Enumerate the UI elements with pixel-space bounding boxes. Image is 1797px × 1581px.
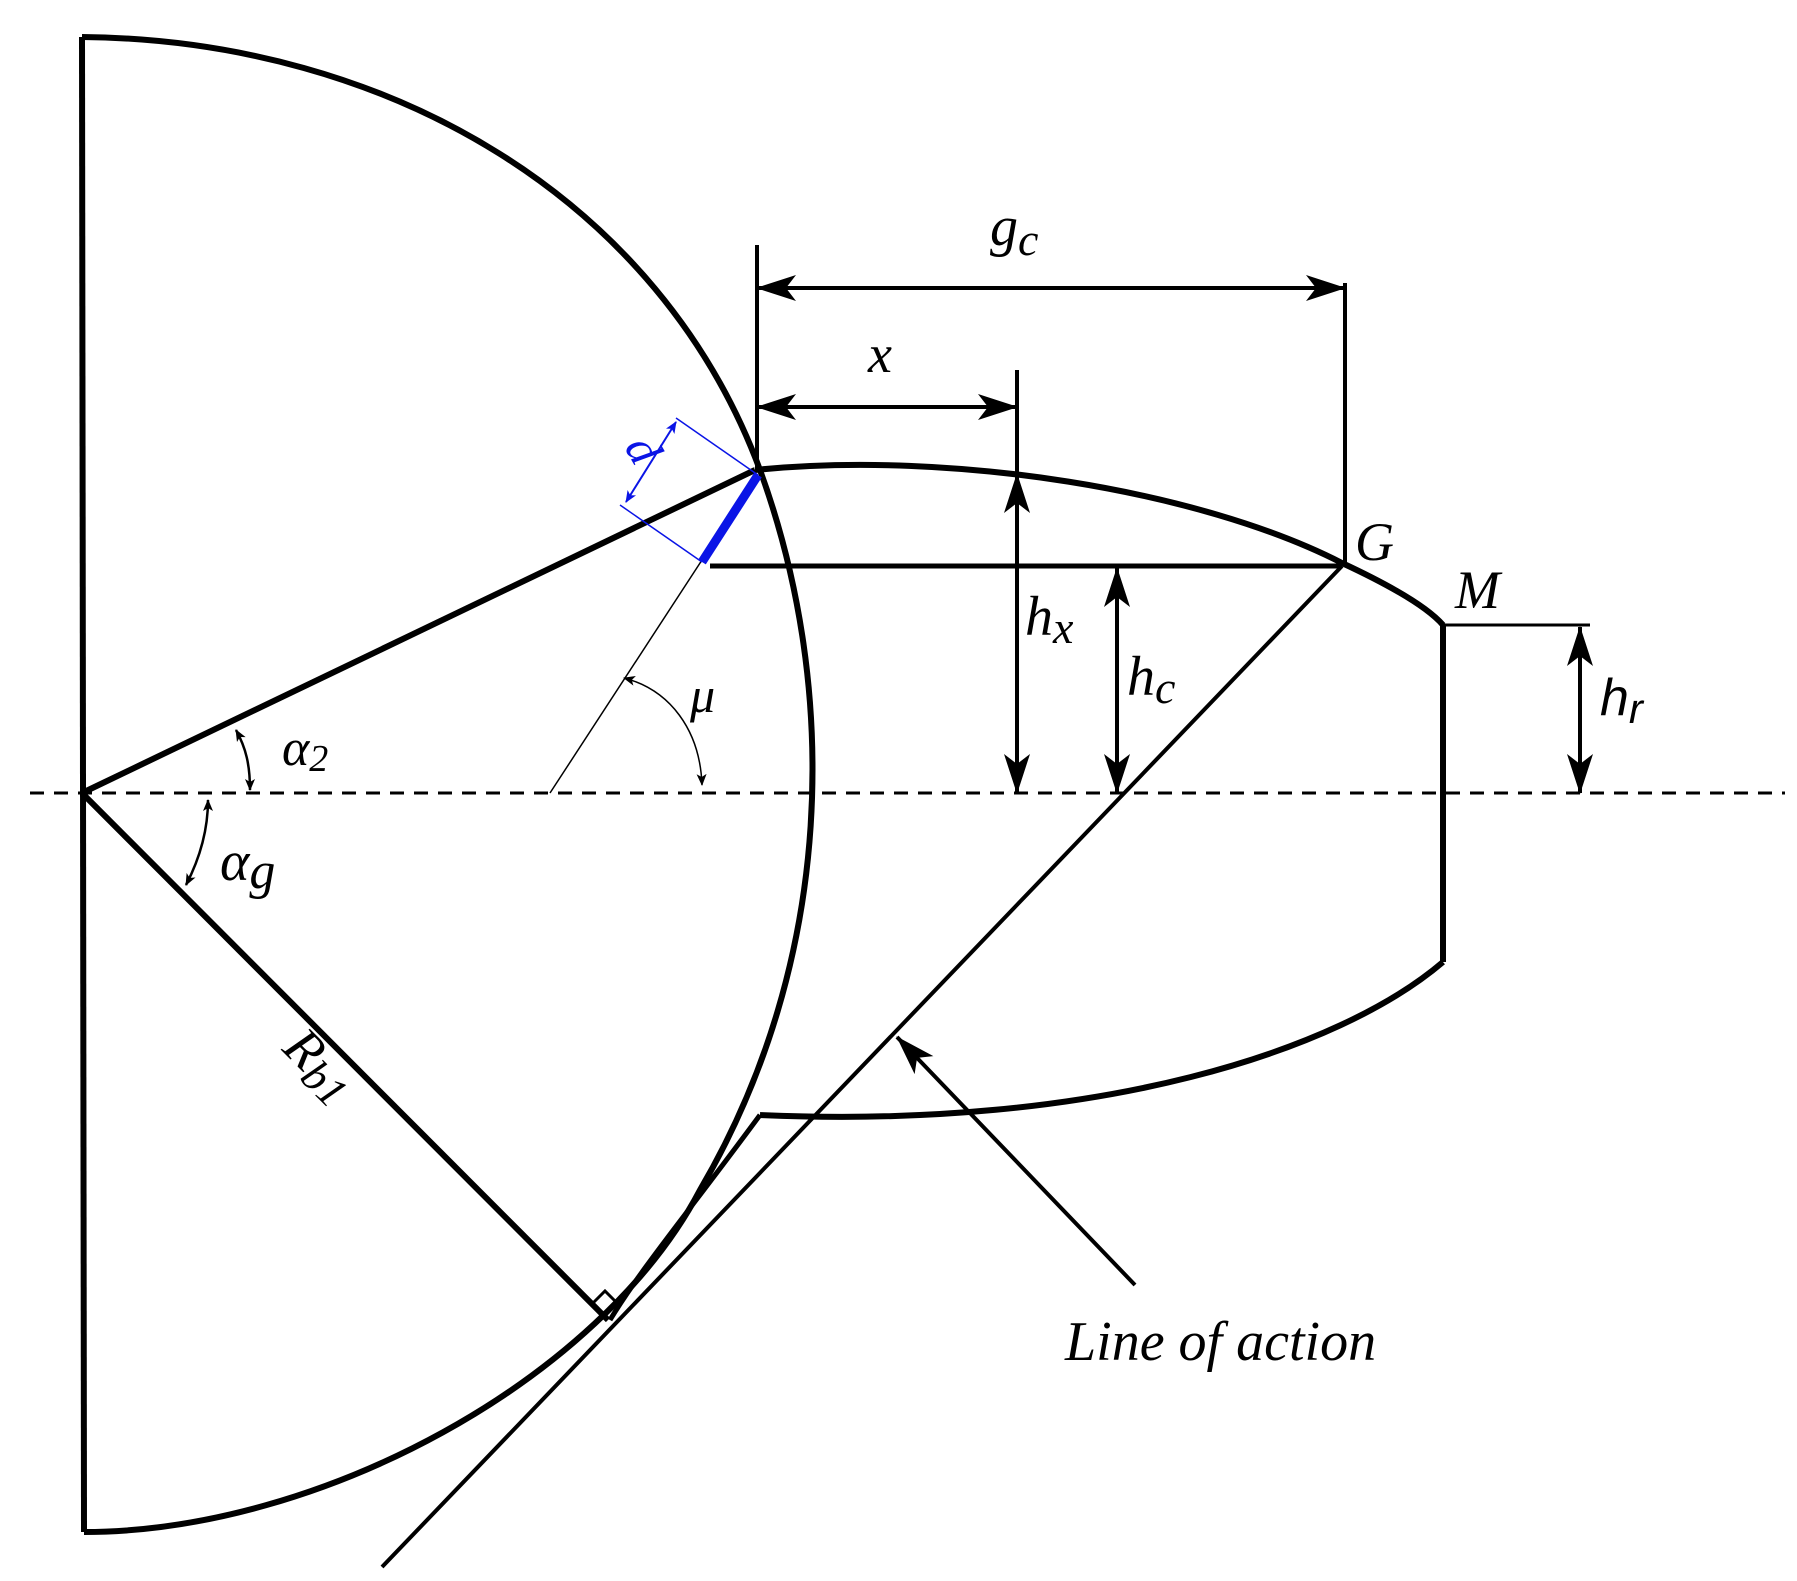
mu-angle-arc	[623, 675, 707, 786]
blue-segment-d	[698, 472, 762, 565]
alphag-angle-arc	[184, 799, 213, 886]
line-of-action	[380, 564, 1344, 1569]
label-d: d	[614, 426, 672, 474]
base-radius-line	[79, 790, 611, 1323]
tooth-bottom-profile	[759, 959, 1445, 1120]
mu-reference-line	[549, 559, 703, 794]
right-angle-marker	[590, 1288, 620, 1306]
label-line-of-action: Line of action	[1064, 1311, 1376, 1373]
alpha2-angle-arc	[234, 729, 255, 791]
label-M: M	[1454, 560, 1503, 620]
blue-dimension-arrow	[625, 421, 677, 503]
label-alpha2: α2	[282, 720, 328, 780]
tooth-flank-upper	[80, 467, 757, 796]
blue-extension-bottom	[619, 504, 703, 563]
gear-outer-arc	[81, 34, 816, 1535]
gear-left-edge	[79, 36, 87, 1533]
label-G: G	[1355, 512, 1394, 572]
label-alphag: αg	[220, 831, 275, 900]
label-hr: hr	[1600, 669, 1645, 732]
label-gc: gc	[990, 196, 1038, 265]
label-hc: hc	[1127, 646, 1175, 713]
label-mu: μ	[689, 667, 715, 723]
label-x: x	[867, 324, 892, 384]
tooth-root-curve	[607, 1113, 763, 1322]
line-of-action-pointer	[895, 1035, 1137, 1287]
tooth-top-profile	[754, 461, 1446, 628]
label-hx: hx	[1025, 586, 1074, 653]
blue-extension-top	[675, 417, 759, 476]
